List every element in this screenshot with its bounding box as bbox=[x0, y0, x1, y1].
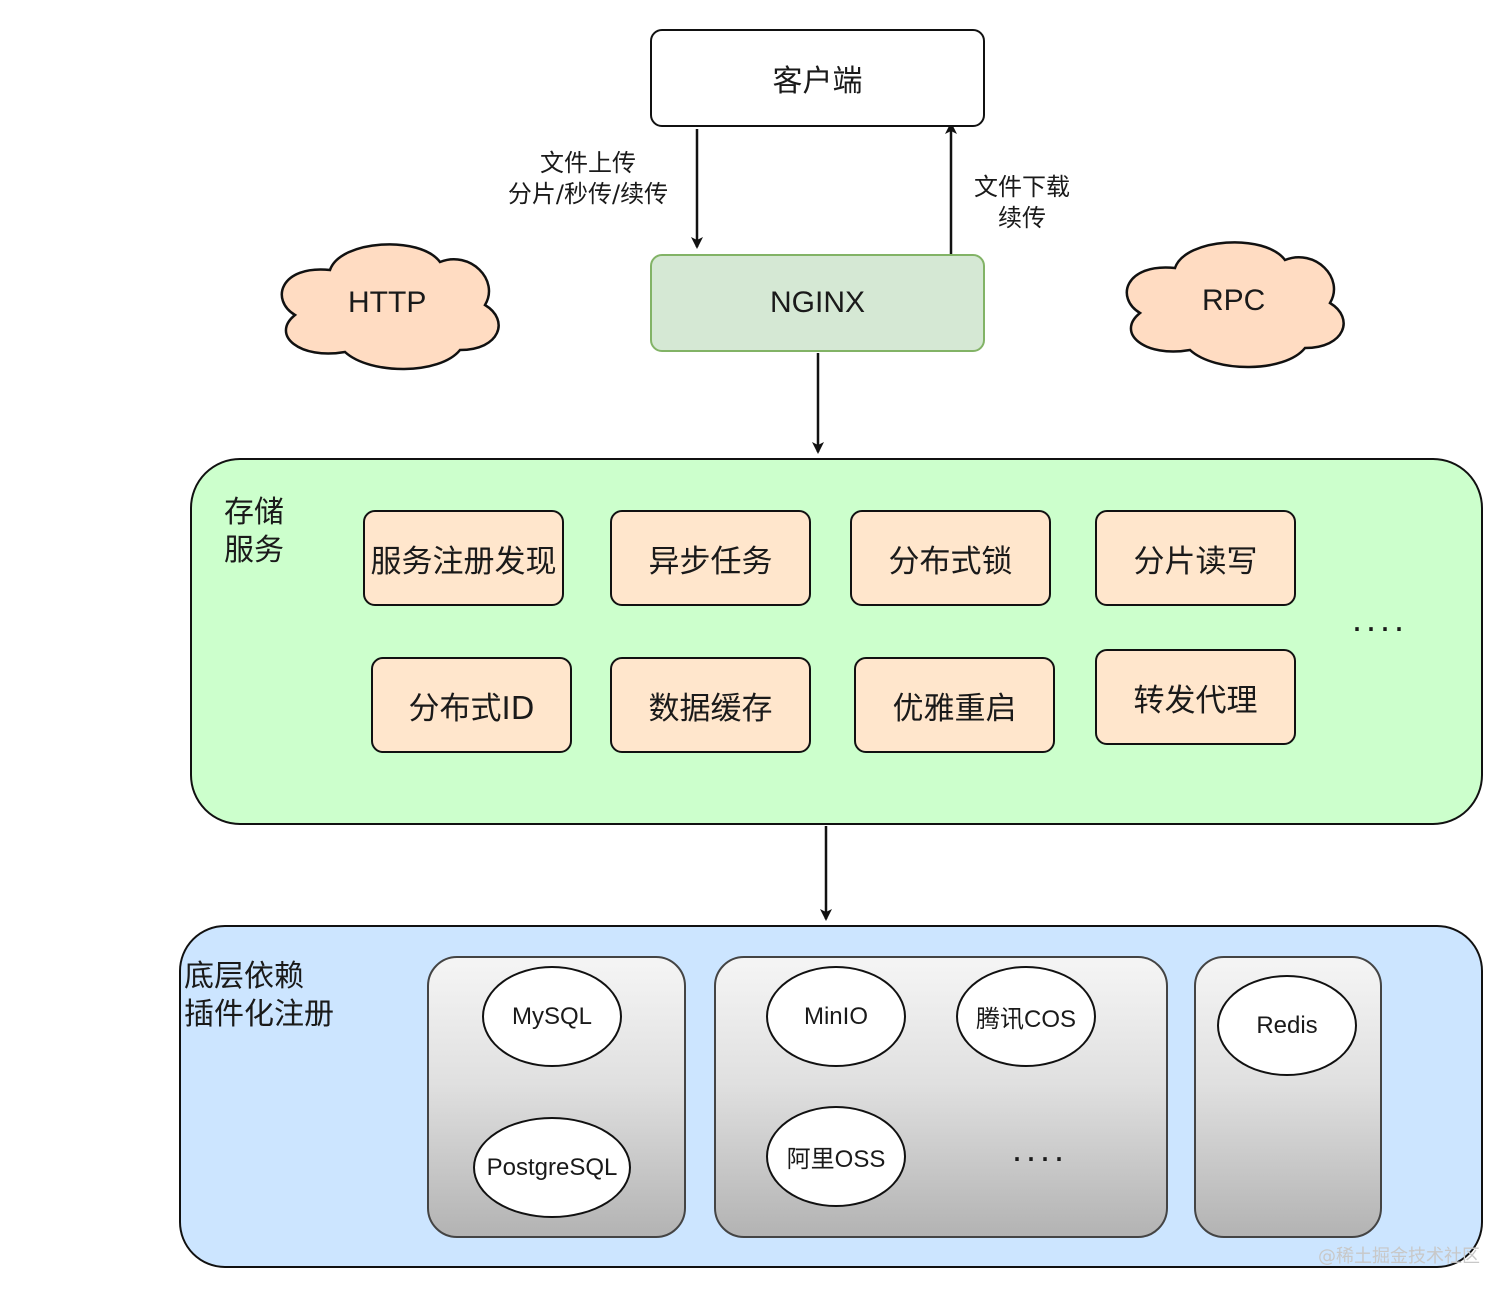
module-graceful-restart: 优雅重启 bbox=[854, 657, 1055, 753]
aliyun-oss-label: 阿里OSS bbox=[786, 1146, 886, 1173]
http-cloud-shape bbox=[280, 243, 500, 371]
tencent-cos-label: 腾讯COS bbox=[975, 1006, 1076, 1033]
module-label: 分布式ID bbox=[408, 690, 535, 727]
rpc-cloud-shape bbox=[1125, 241, 1345, 369]
module-distributed-id: 分布式ID bbox=[371, 657, 572, 753]
module-label: 服务注册发现 bbox=[370, 543, 557, 580]
nginx-label: NGINX bbox=[769, 286, 865, 319]
minio-node: MinIO bbox=[766, 966, 906, 1067]
http-cloud-label: HTTP bbox=[348, 286, 427, 319]
module-label: 分布式锁 bbox=[888, 543, 1013, 580]
dependencies-title: 底层依赖 插件化注册 bbox=[184, 959, 334, 1032]
nginx-node: NGINX bbox=[650, 254, 985, 352]
object-storage-more-ellipsis: .... bbox=[1012, 1128, 1069, 1169]
tencent-cos-node: 腾讯COS bbox=[956, 966, 1096, 1067]
storage-more-ellipsis: .... bbox=[1352, 598, 1409, 639]
aliyun-oss-node: 阿里OSS bbox=[766, 1106, 906, 1207]
mysql-node: MySQL bbox=[482, 966, 622, 1067]
postgresql-node: PostgreSQL bbox=[473, 1117, 631, 1218]
module-async-task: 异步任务 bbox=[610, 510, 811, 606]
upload-edge-label: 文件上传 分片/秒传/续传 bbox=[507, 149, 669, 208]
postgresql-label: PostgreSQL bbox=[486, 1153, 618, 1181]
client-node: 客户端 bbox=[650, 29, 985, 127]
module-forward-proxy: 转发代理 bbox=[1095, 649, 1296, 745]
module-label: 分片读写 bbox=[1133, 543, 1258, 580]
module-label: 优雅重启 bbox=[892, 690, 1017, 727]
redis-node: Redis bbox=[1217, 975, 1357, 1076]
client-label: 客户端 bbox=[772, 64, 863, 99]
minio-label: MinIO bbox=[803, 1002, 868, 1030]
rpc-cloud-label: RPC bbox=[1202, 284, 1266, 317]
watermark: @稀土掘金技术社区 bbox=[1318, 1246, 1480, 1267]
module-distributed-lock: 分布式锁 bbox=[850, 510, 1051, 606]
storage-service-title: 存储 服务 bbox=[224, 495, 284, 568]
download-edge-label: 文件下载 续传 bbox=[974, 173, 1070, 232]
module-chunk-rw: 分片读写 bbox=[1095, 510, 1296, 606]
module-label: 数据缓存 bbox=[648, 690, 773, 727]
mysql-label: MySQL bbox=[511, 1002, 592, 1030]
module-data-cache: 数据缓存 bbox=[610, 657, 811, 753]
redis-label: Redis bbox=[1256, 1011, 1318, 1039]
module-service-discovery: 服务注册发现 bbox=[363, 510, 564, 606]
module-label: 异步任务 bbox=[648, 543, 773, 580]
module-label: 转发代理 bbox=[1133, 682, 1258, 719]
